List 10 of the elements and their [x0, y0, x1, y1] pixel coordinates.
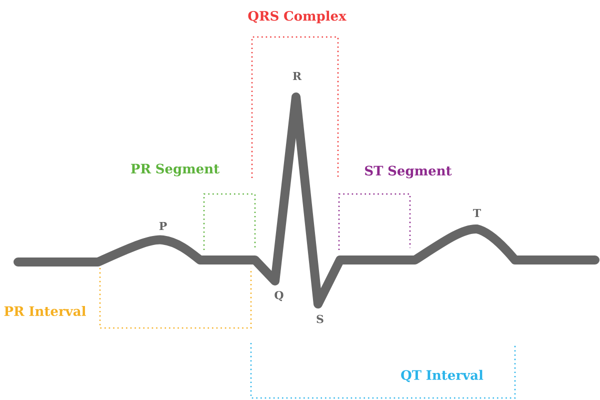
interval-label: PR Segment [131, 164, 220, 176]
wave-label: Q [274, 290, 284, 302]
wave-label: S [316, 314, 324, 324]
interval-label: ST Segment [365, 166, 452, 178]
wave-label: P [159, 222, 167, 230]
interval-label: QRS Complex [248, 10, 346, 24]
interval-label: QT Interval [401, 370, 484, 382]
interval-label: PR Interval [4, 306, 86, 316]
wave-label: R [292, 72, 302, 80]
wave-label: T [473, 209, 481, 218]
